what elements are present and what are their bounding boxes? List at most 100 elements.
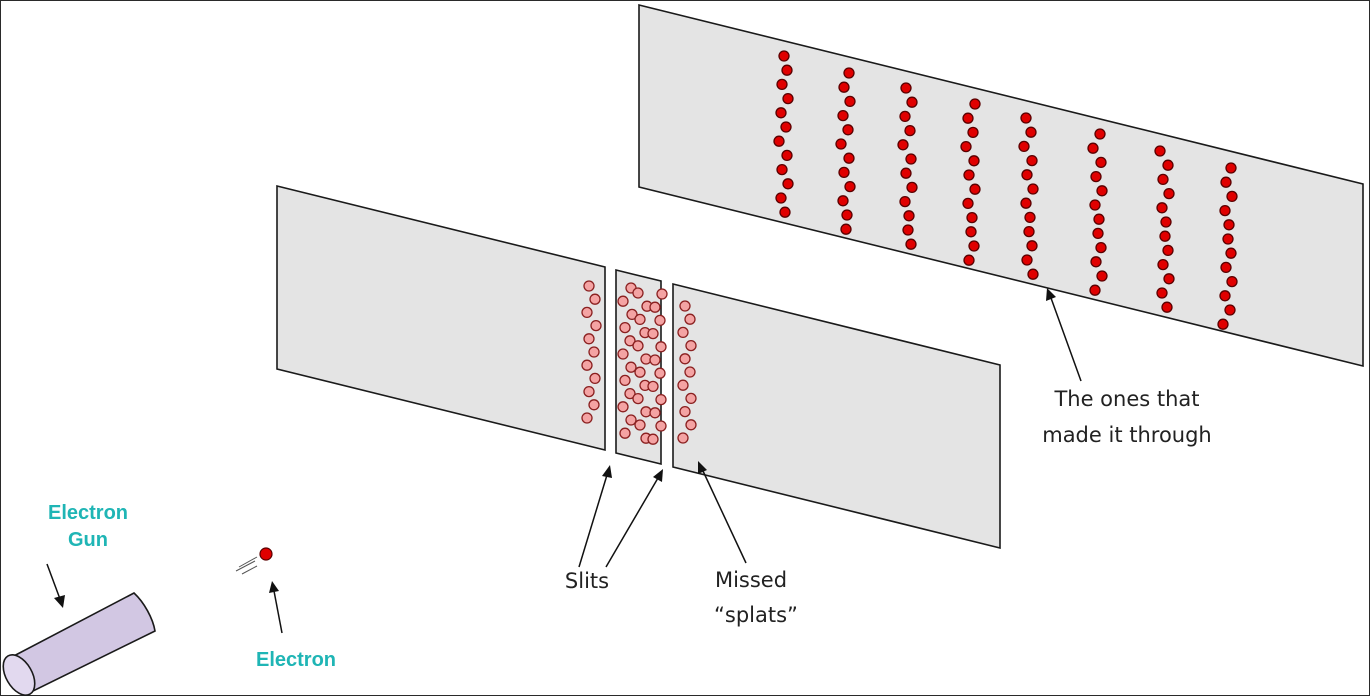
missed-splat-dot <box>679 405 691 418</box>
screen-hit-dot <box>775 192 787 204</box>
screen-hit-dot <box>1095 156 1107 169</box>
screen-hit-dot <box>1225 162 1237 174</box>
label-missed-line1: Missed <box>715 568 787 592</box>
screen-hit-dot <box>1154 145 1166 157</box>
missed-splat-dot <box>677 379 689 391</box>
screen-hit-dot <box>837 195 849 207</box>
missed-splat-dot <box>624 387 636 400</box>
screen-hit-dot <box>900 82 912 94</box>
screen-hit-dot <box>1090 256 1102 268</box>
screen-hit-dot <box>1093 213 1105 225</box>
screen-hit-dot <box>905 153 917 165</box>
motion-line-2 <box>235 560 256 572</box>
screen-hit-dot <box>1220 176 1232 188</box>
screen-hit-dot <box>906 181 918 194</box>
screen-hit-dot <box>1026 240 1038 252</box>
screen-hit-dot <box>1021 254 1033 266</box>
electron-particle <box>235 547 273 575</box>
missed-splat-dot <box>624 335 636 347</box>
screen-hit-dot <box>905 238 917 250</box>
screen-hit-dot <box>1226 275 1238 288</box>
missed-splat-dot <box>581 359 593 371</box>
screen-hit-dot <box>1163 273 1175 285</box>
screen-hit-dot <box>966 211 978 224</box>
arrows <box>46 288 1082 634</box>
screen-hit-dot <box>1027 268 1039 280</box>
arrow-to-slit-2-head <box>653 469 663 482</box>
screen-hit-dot <box>1222 233 1234 245</box>
screen-hit-dot <box>963 254 975 266</box>
missed-splat-dot <box>619 321 631 334</box>
missed-splat-dot <box>677 432 689 444</box>
missed-splat-dot <box>590 319 602 332</box>
electron-dot <box>259 547 273 561</box>
arrow-to-electron-head <box>269 581 279 593</box>
screen-hit-dot <box>1027 183 1039 195</box>
screen-hit-dot <box>1157 258 1169 271</box>
screen-hit-dot <box>1089 199 1101 211</box>
screen-hit-dot <box>1156 202 1168 214</box>
missed-splat-dot <box>684 366 696 378</box>
screen-hit-dot <box>781 149 793 162</box>
missed-splat-dot <box>581 412 593 424</box>
screen-hit-dot <box>1096 185 1108 197</box>
missed-splat-dot <box>654 314 666 327</box>
missed-splat-dot <box>588 346 600 358</box>
screen-hit-dot <box>1018 140 1030 153</box>
screen-hit-dot <box>1090 170 1102 183</box>
label-electron-gun-line2: Gun <box>68 529 108 551</box>
electron-gun <box>2 592 156 696</box>
missed-splat-dot <box>634 419 646 431</box>
screen-hit-dot <box>1020 197 1032 209</box>
screen-hit-dot <box>900 167 912 179</box>
arrow-to-gun <box>46 563 61 600</box>
screen-hit-dot <box>782 92 794 105</box>
motion-line-1 <box>238 556 258 568</box>
screen-hit-dot <box>967 126 979 139</box>
screen-hit-dot <box>844 95 856 108</box>
missed-splat-dot <box>649 407 661 419</box>
screen-hit-dot <box>1160 216 1172 228</box>
screen-hit-dot <box>903 210 915 222</box>
screen-hit-dot <box>781 64 793 76</box>
screen-hit-dot <box>963 169 975 181</box>
missed-splat-dot <box>625 414 637 426</box>
screen-hit-dot <box>1219 204 1231 217</box>
missed-splat-dot <box>647 433 659 445</box>
missed-splat-dot <box>583 333 595 345</box>
screen-hit-dot <box>1024 211 1036 224</box>
screen-hit-dot <box>1020 112 1032 124</box>
screen-hit-dot <box>1220 261 1232 274</box>
missed-splat-dot <box>619 427 631 439</box>
label-made-it-through-line1: The ones that <box>1053 387 1199 411</box>
missed-splat-dot <box>647 380 659 393</box>
missed-splat-dot <box>632 287 644 299</box>
screen-hit-dot <box>778 50 790 62</box>
screen-hit-dot <box>969 98 981 110</box>
missed-splat-dot <box>581 306 593 319</box>
screen-hit-dot <box>1226 190 1238 203</box>
missed-splat-dot <box>649 354 661 366</box>
screen-hit-dot <box>897 139 909 151</box>
screen-hit-dot <box>844 180 856 193</box>
screen-hit-dot <box>1095 241 1107 254</box>
screen-hit-dot <box>968 240 980 252</box>
missed-splats-group <box>581 280 697 445</box>
missed-splat-dot <box>583 385 595 398</box>
missed-splat-dot <box>589 372 601 385</box>
screen-hit-dot <box>1025 126 1037 138</box>
missed-splat-dot <box>632 392 644 405</box>
missed-splat-dot <box>654 367 666 379</box>
screen-hit-dot <box>776 78 788 91</box>
barrier-left-piece <box>276 184 606 452</box>
missed-splat-dot <box>625 361 637 373</box>
arrow-to-missed <box>702 470 747 564</box>
missed-splat-dot <box>589 293 601 305</box>
screen-hit-dot <box>962 197 974 210</box>
motion-line-3 <box>241 565 258 575</box>
detector-screen <box>638 3 1364 368</box>
missed-splat-dot <box>679 300 691 312</box>
screen-hit-dot <box>1026 154 1038 167</box>
screen-hit-dot <box>1094 128 1106 140</box>
screen-hit-dot <box>838 166 850 179</box>
